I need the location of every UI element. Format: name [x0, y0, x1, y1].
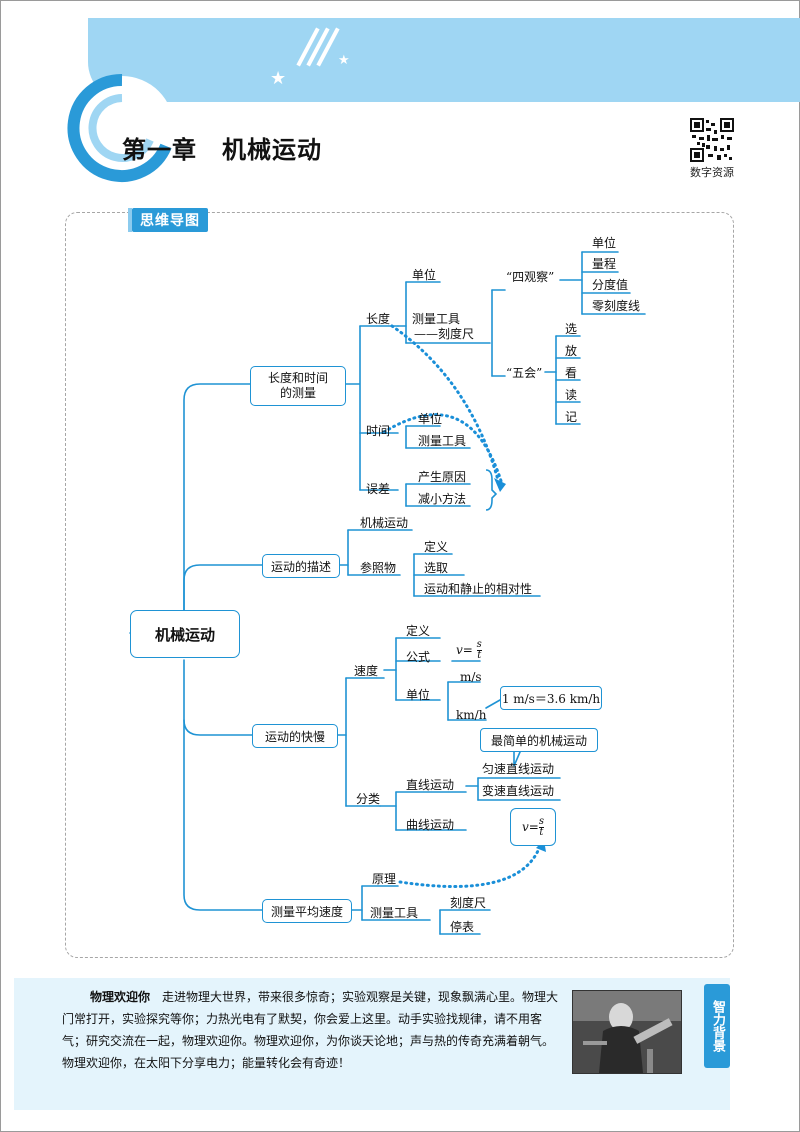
node-unit-ms: m/s [460, 670, 482, 684]
node-length-unit: 单位 [412, 268, 437, 282]
background-lead: 物理欢迎你 [90, 990, 151, 1004]
node-ruler: 刻度尺 [450, 896, 487, 910]
node-error-reduce: 减小方法 [418, 492, 467, 506]
header-arc-logo [62, 68, 182, 188]
node-length-tool-ruler: ——刻度尺 [414, 327, 475, 341]
node-ref-select: 选取 [424, 561, 449, 575]
mindmap-tag: 思维导图 [128, 208, 208, 232]
formula-box: v= s t [510, 808, 556, 846]
node-speed-formula: 公式 [406, 650, 431, 664]
qr-code-icon[interactable] [690, 118, 734, 162]
node-principle: 原理 [372, 872, 397, 886]
branch-label: 的测量 [279, 386, 316, 400]
chapter-title: 第一章 机械运动 [122, 136, 322, 164]
node-si-item: 单位 [592, 236, 617, 250]
node-error: 误差 [366, 482, 391, 496]
formula-fraction: s t [476, 639, 482, 661]
star-icon: ★ [338, 53, 350, 68]
unit-conversion-box: 1 m/s＝3.6 km/h [500, 686, 602, 710]
node-straight-motion: 直线运动 [406, 778, 455, 792]
background-body: 走进物理大世界，带来很多惊奇；实验观察是关键，现象飘满心里。物理大门常打开，实验… [62, 990, 559, 1070]
node-length-tool: 测量工具 [412, 312, 461, 326]
node-time-unit: 单位 [418, 412, 443, 426]
qr-label: 数字资源 [690, 166, 734, 179]
node-avg-tool: 测量工具 [370, 906, 419, 920]
node-wu-item: 放 [565, 344, 578, 358]
node-stopwatch: 停表 [450, 920, 475, 934]
node-ref-relativity: 运动和静止的相对性 [424, 582, 533, 596]
node-length: 长度 [366, 312, 391, 326]
node-si-item: 零刻度线 [592, 299, 641, 313]
node-reference: 参照物 [360, 561, 397, 575]
node-wu-item: 选 [565, 322, 578, 336]
background-text-block: 物理欢迎你 走进物理大世界，带来很多惊奇；实验观察是关键，现象飘满心里。物理大门… [62, 986, 562, 1074]
node-time-tool: 测量工具 [418, 434, 467, 448]
formula-v: v= [456, 643, 473, 657]
branch-motion-speed: 运动的快慢 [252, 724, 338, 748]
node-wu-item: 记 [565, 410, 578, 424]
formula-v: v= [522, 820, 539, 834]
node-si-item: 分度值 [592, 278, 629, 292]
side-tab: 智力背景 [704, 984, 730, 1068]
formula-speed: v= s t [456, 640, 482, 661]
node-speed-definition: 定义 [406, 624, 431, 638]
formula-s: s [538, 815, 544, 827]
node-mechanical-motion: 机械运动 [360, 516, 409, 530]
node-speed-unit: 单位 [406, 688, 431, 702]
node-si-item: 量程 [592, 257, 617, 271]
mindmap-container [65, 212, 734, 958]
node-error-cause: 产生原因 [418, 470, 467, 484]
node-wu-hui: “五会” [506, 366, 543, 380]
formula-t: t [476, 650, 482, 661]
node-time: 时间 [366, 424, 391, 438]
branch-label: 长度和时间 [267, 371, 328, 385]
node-wu-item: 读 [565, 388, 578, 402]
node-speed: 速度 [354, 664, 379, 678]
star-icon: ★ [270, 68, 287, 89]
node-ref-definition: 定义 [424, 540, 449, 554]
formula-fraction: s t [538, 815, 544, 838]
header-band: ★ ★ [88, 18, 800, 102]
branch-average-speed: 测量平均速度 [262, 899, 352, 923]
scientist-photo [572, 990, 682, 1074]
node-classification: 分类 [356, 792, 381, 806]
node-si-guancha: “四观察” [506, 270, 555, 284]
node-curve-motion: 曲线运动 [406, 818, 455, 832]
branch-length-time: 长度和时间 的测量 [250, 366, 346, 406]
formula-s: s [476, 639, 482, 650]
branch-motion-description: 运动的描述 [262, 554, 340, 578]
simplest-motion-box: 最简单的机械运动 [480, 728, 598, 752]
node-variable-motion: 变速直线运动 [482, 784, 555, 798]
node-uniform-motion: 匀速直线运动 [482, 762, 555, 776]
node-unit-kmh: km/h [456, 708, 487, 722]
node-wu-item: 看 [565, 366, 578, 380]
mindmap-root: 机械运动 [130, 610, 240, 658]
formula-t: t [538, 826, 544, 838]
